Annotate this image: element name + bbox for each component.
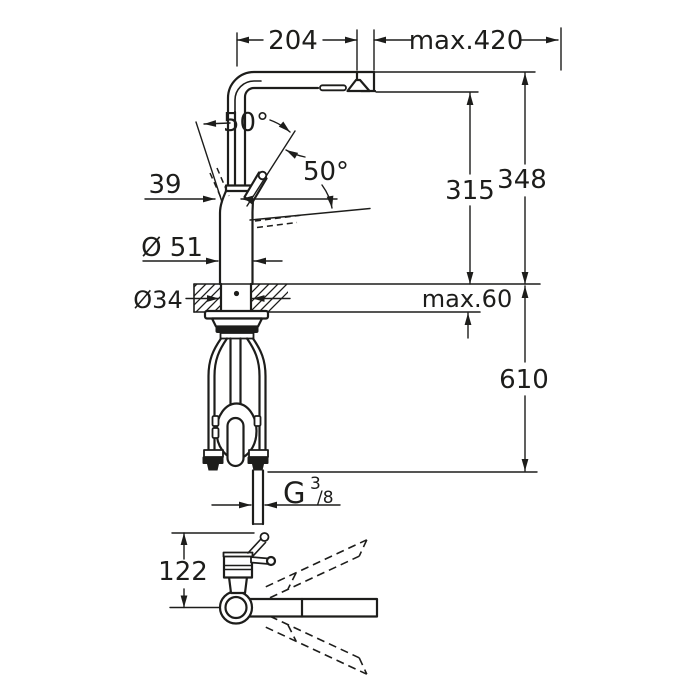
angle-right-arrow-b — [321, 184, 334, 209]
connector-left-top — [203, 449, 224, 458]
angle-construction-lines — [195, 121, 371, 229]
connector-right-foot — [252, 464, 264, 471]
ext-lines-spray-head — [356, 29, 375, 71]
secondary-view: 122 — [158, 532, 379, 675]
spout-outer-curve — [226, 70, 376, 114]
thread-tube — [251, 469, 265, 526]
pullout-rod-loop — [226, 416, 245, 468]
dim-610-label: 610 — [499, 365, 549, 395]
dim-122-label: 122 — [158, 557, 208, 587]
dim-60-label: max.60 — [422, 285, 512, 313]
hose-left-outer — [207, 337, 223, 453]
angle-right-label: 50° — [303, 157, 349, 187]
mounting-hardware — [202, 282, 538, 526]
angle-line-lever — [246, 130, 296, 207]
thread-label-main: G — [283, 476, 305, 510]
thread-label-sub: /8 — [317, 488, 334, 508]
mounting-shank — [219, 282, 253, 314]
spray-head-nozzle — [346, 78, 371, 93]
body-right-side — [249, 189, 254, 286]
dim-39-label: 39 — [148, 170, 181, 200]
hose-position-dashed — [254, 214, 304, 229]
angle-line-left — [195, 121, 223, 203]
spout-top-view-bar — [242, 597, 379, 618]
dia-51-label: Ø 51 — [141, 233, 203, 263]
angle-line-lower — [249, 207, 371, 221]
dim-204-label: 204 — [268, 26, 318, 56]
base-inner-circle — [224, 595, 248, 620]
connector-right-band — [247, 456, 269, 464]
thread-label-sup: 3 — [310, 474, 321, 494]
angle-right-arrow-a — [285, 149, 306, 159]
mounting-cone — [210, 317, 264, 328]
body-top-rim — [222, 551, 254, 558]
dia-34-label: Ø34 — [133, 286, 182, 314]
body-left-side — [218, 189, 228, 286]
lever-side-horizontal — [250, 556, 270, 565]
shank-stud-dot — [233, 290, 240, 297]
hose-right-inner — [245, 337, 261, 451]
weight-tab-left-lower — [211, 427, 220, 439]
cartridge-collar — [224, 184, 253, 193]
angle-left-label: 50° — [223, 108, 269, 138]
dimension-annotations: 204 max.420 50° 50° 39 Ø 51 Ø34 315 348 — [133, 26, 562, 510]
spout-mid-line — [234, 80, 262, 113]
weight-tab-right — [253, 415, 262, 427]
lever-raised-knob — [259, 532, 270, 542]
body-side-view — [222, 554, 254, 579]
lever-alt-position-dashed — [209, 167, 230, 201]
connector-right-top — [248, 449, 269, 458]
angle-left-arrow-b — [269, 119, 291, 133]
body-collar-lines — [223, 564, 253, 571]
mounting-nut-band — [215, 326, 259, 333]
hose-right-outer — [251, 337, 267, 453]
spout-swivel-up-dashed — [257, 539, 368, 604]
hose-manifold — [219, 332, 255, 340]
weight-tab-left-upper — [211, 415, 220, 427]
dim-348-label: 348 — [497, 165, 547, 195]
hose-left-inner — [213, 337, 229, 451]
lever-side-raised — [247, 538, 267, 557]
connector-left-band — [202, 456, 224, 464]
lever-side-knob — [265, 555, 277, 567]
riser-pipe — [226, 110, 247, 188]
spout-swivel-down-dashed — [257, 610, 368, 675]
connector-left-foot — [207, 464, 219, 471]
angle-left-arrow-a — [203, 120, 231, 127]
dim-315-label: 315 — [445, 176, 495, 206]
body-neck-side — [227, 575, 249, 595]
mounting-washer — [203, 309, 270, 320]
dim-420-label: max.420 — [409, 26, 524, 56]
spout-inner-curve — [243, 86, 320, 114]
spout-slot-detail — [319, 84, 347, 92]
